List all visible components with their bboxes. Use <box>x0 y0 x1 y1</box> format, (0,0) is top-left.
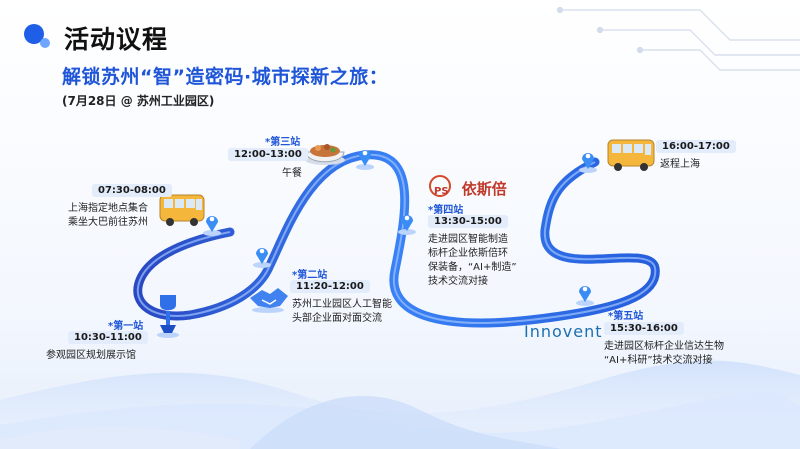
pin-start <box>203 216 221 236</box>
stop-2-time: 11:20-12:00 <box>290 280 370 293</box>
stop-1-label: *第一站 <box>108 321 144 332</box>
date-location: (7月28日 @ 苏州工业园区) <box>62 94 215 108</box>
start-time: 07:30-08:00 <box>92 184 172 197</box>
stop-5-label: *第五站 <box>608 311 644 322</box>
trophy-icon <box>157 295 179 338</box>
title-dot-small <box>40 38 50 48</box>
page-subtitle: 解锁苏州“智”造密码·城市探新之旅： <box>62 66 389 88</box>
ps-brand-name: 依斯倍 <box>461 180 507 198</box>
pin-stop-5 <box>576 286 594 306</box>
stop-1-desc: 参观园区规划展示馆 <box>46 350 136 361</box>
start-desc: 上海指定地点集合 乘坐大巴前往苏州 <box>68 203 148 228</box>
stop-4-desc: 走进园区智能制造 标杆企业依斯倍环 保装备，“AI+制造” 技术交流对接 <box>428 234 517 287</box>
page-title: 活动议程 <box>64 25 169 54</box>
pin-stop-2 <box>253 248 271 268</box>
bus-icon <box>607 139 655 171</box>
title-dot-large <box>24 24 44 44</box>
stop-4-time: 13:30-15:00 <box>428 215 508 228</box>
stop-5-time: 15:30-16:00 <box>604 322 684 335</box>
stop-5-desc: 走进园区标杆企业信达生物 “AI+科研”技术交流对接 <box>604 341 724 366</box>
ps-logo-text: PS 依斯倍 <box>432 178 507 199</box>
innovent-logo: Innovent <box>524 322 603 341</box>
bus-icon <box>159 194 205 226</box>
circuit-decoration <box>556 6 800 71</box>
stop-3-desc: 午餐 <box>282 168 302 179</box>
end-time: 16:00-17:00 <box>656 140 736 153</box>
stop-3-time: 12:00-13:00 <box>228 148 308 161</box>
ps-logo-mark-text: PS <box>434 186 449 197</box>
stop-3-label: *第三站 <box>265 137 301 148</box>
stop-2-label: *第二站 <box>292 270 328 281</box>
pin-end <box>579 153 597 173</box>
stop-2-desc: 苏州工业园区人工智能 头部企业面对面交流 <box>292 299 392 324</box>
end-desc: 返程上海 <box>660 159 700 170</box>
pin-stop-3 <box>356 150 374 170</box>
handshake-icon <box>250 288 288 313</box>
pin-stop-4 <box>398 215 416 235</box>
stop-4-label: *第四站 <box>428 205 464 216</box>
ps-logo-mark <box>429 175 451 197</box>
food-bowl-icon <box>305 144 345 165</box>
stop-1-time: 10:30-11:00 <box>68 331 148 344</box>
